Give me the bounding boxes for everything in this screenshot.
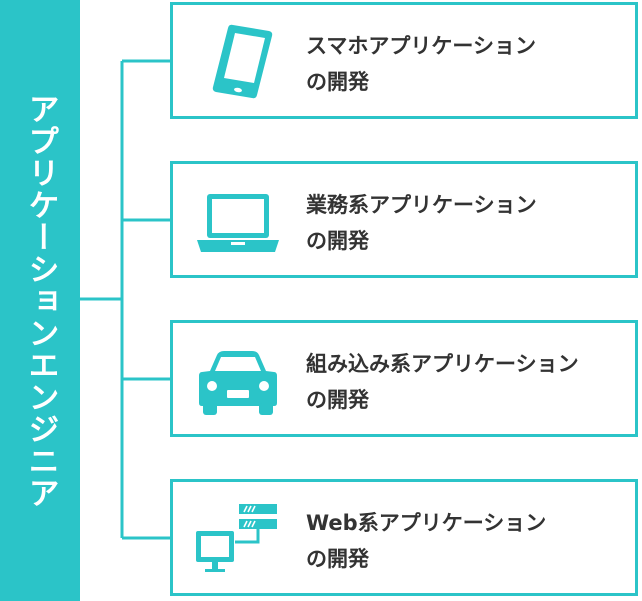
- category-card-car: 組み込み系アプリケーション の開発: [170, 320, 638, 437]
- category-text: 業務系アプリケーション の開発: [306, 187, 537, 259]
- root-node: アプリケーションエンジニア: [0, 0, 80, 601]
- category-subtitle: の開発: [306, 547, 369, 571]
- category-card-web: Web系アプリケーション の開発: [170, 479, 638, 596]
- smartphone-icon: [193, 23, 279, 99]
- category-card-smartphone: スマホアプリケーション の開発: [170, 2, 638, 119]
- root-label: アプリケーションエンジニア: [22, 92, 59, 509]
- server-monitor-icon: [193, 500, 279, 576]
- category-text: スマホアプリケーション の開発: [306, 28, 536, 100]
- laptop-icon: [193, 182, 279, 258]
- category-title: 業務系アプリケーション: [306, 193, 537, 217]
- category-title: スマホアプリケーション: [306, 34, 536, 58]
- category-subtitle: の開発: [306, 388, 369, 412]
- category-subtitle: の開発: [306, 229, 369, 253]
- category-text: Web系アプリケーション の開発: [306, 505, 546, 577]
- category-card-laptop: 業務系アプリケーション の開発: [170, 161, 638, 278]
- car-icon: [193, 341, 279, 417]
- category-title: Web系アプリケーション: [306, 511, 547, 535]
- category-subtitle: の開発: [306, 70, 369, 94]
- category-text: 組み込み系アプリケーション の開発: [306, 346, 579, 418]
- category-title: 組み込み系アプリケーション: [306, 352, 579, 376]
